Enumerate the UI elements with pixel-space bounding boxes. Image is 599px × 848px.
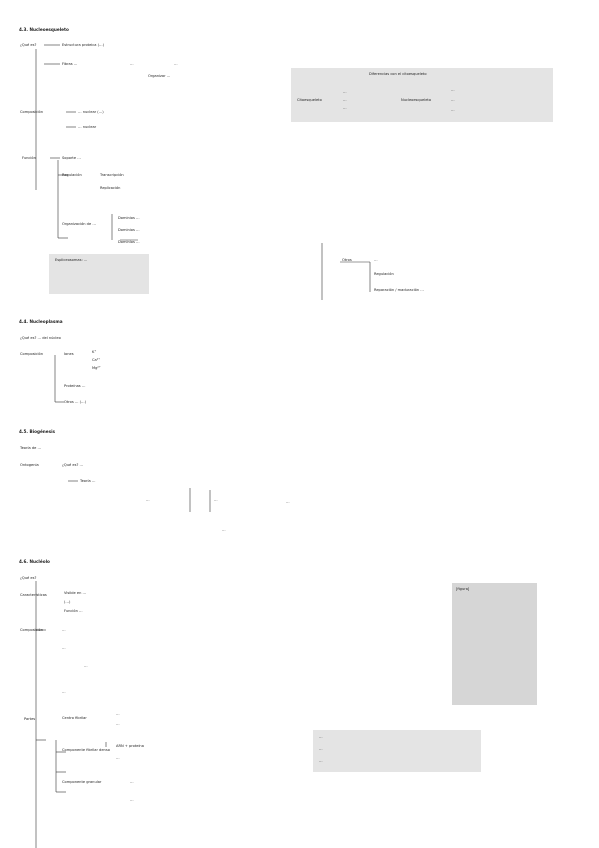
note-box: Espliceosomas: … bbox=[49, 254, 149, 294]
text: ARN + proteína bbox=[116, 744, 144, 748]
label: Ontogenia bbox=[20, 463, 39, 467]
section-title: 4.4. Nucleoplasma bbox=[19, 319, 63, 324]
label: Componente fibrilar denso bbox=[62, 748, 110, 752]
label: Componente granular bbox=[62, 780, 102, 784]
text: ¿Qué es? … bbox=[62, 463, 84, 467]
label: Centro fibrilar bbox=[62, 716, 87, 720]
comparison-box: Diferencias con el citoesqueleto Citoesq… bbox=[291, 68, 553, 122]
text: … bbox=[174, 62, 178, 66]
section-title: 4.6. Nucléolo bbox=[19, 559, 50, 564]
text: Mg²⁺ bbox=[92, 366, 101, 370]
text: … bbox=[116, 722, 120, 726]
text: Ca²⁺ bbox=[92, 358, 101, 362]
text: Teoría … bbox=[80, 479, 96, 483]
text: Organizar … bbox=[148, 74, 171, 78]
text: Dominios … bbox=[118, 216, 140, 220]
question: ¿Qué es? bbox=[20, 43, 37, 47]
text: Dominios … bbox=[118, 240, 140, 244]
text: … bbox=[130, 62, 134, 66]
label: Iones bbox=[64, 352, 74, 356]
label: Características bbox=[20, 593, 47, 597]
text: Otros … (…) bbox=[64, 400, 86, 404]
section-title: 4.5. Biogénesis bbox=[19, 429, 56, 434]
text: … bbox=[343, 106, 347, 110]
text: Estructura proteica (…) bbox=[62, 43, 105, 47]
text: … bbox=[286, 500, 290, 504]
label: Composición bbox=[20, 352, 44, 356]
label: Composición bbox=[20, 628, 44, 632]
text: … bbox=[451, 88, 455, 92]
text: Dominios … bbox=[118, 228, 140, 232]
text: Soporte … bbox=[62, 156, 81, 160]
text: Proteínas … bbox=[64, 384, 86, 388]
text: Regulación bbox=[374, 272, 394, 276]
text: … bbox=[343, 98, 347, 102]
text: … bbox=[84, 664, 88, 668]
label: Composición bbox=[20, 110, 44, 114]
text: Teoría de … bbox=[20, 446, 42, 450]
text: Función … bbox=[64, 609, 83, 613]
text: Fibras … bbox=[62, 62, 78, 66]
text: … bbox=[222, 528, 226, 532]
label: Organización de … bbox=[62, 222, 96, 226]
text: K⁺ bbox=[92, 350, 97, 354]
figure-label: [figura] bbox=[456, 587, 470, 591]
text: (…) bbox=[64, 600, 71, 604]
text: Transcripción bbox=[100, 173, 124, 177]
text: … bbox=[451, 98, 455, 102]
text: … bbox=[343, 90, 347, 94]
section-title: 4.3. Nucleoesqueleto bbox=[19, 27, 69, 32]
text: … nuclear bbox=[78, 125, 97, 129]
text: … bbox=[116, 756, 120, 760]
text: Replicación bbox=[100, 186, 121, 190]
text: … bbox=[374, 258, 378, 262]
figure-image: [figura] bbox=[452, 583, 537, 705]
box-title: Diferencias con el citoesqueleto bbox=[369, 72, 427, 76]
text: … bbox=[146, 498, 150, 502]
label: Función bbox=[22, 156, 36, 160]
label: Partes bbox=[24, 717, 36, 721]
text: Reparación / maduración … bbox=[374, 288, 424, 292]
note-box: … … … bbox=[313, 730, 481, 772]
label: Otros bbox=[342, 258, 352, 262]
text: … bbox=[130, 798, 134, 802]
text: … bbox=[214, 498, 218, 502]
note-text: … bbox=[319, 735, 323, 739]
note-text: Espliceosomas: … bbox=[55, 258, 88, 262]
text: … nuclear (…) bbox=[78, 110, 104, 114]
text: … bbox=[62, 646, 66, 650]
text: Visible en … bbox=[64, 591, 87, 595]
question: ¿Qué es? … del núcleo bbox=[20, 336, 61, 340]
label: Regulación bbox=[62, 173, 82, 177]
question: ¿Qué es? bbox=[20, 576, 37, 580]
text: … bbox=[62, 690, 66, 694]
text: … bbox=[451, 108, 455, 112]
label: Nucleoesqueleto bbox=[401, 98, 432, 102]
text: … bbox=[116, 712, 120, 716]
note-text: … bbox=[319, 747, 323, 751]
text: … bbox=[62, 628, 66, 632]
label: Citoesqueleto bbox=[297, 98, 322, 102]
text: … bbox=[130, 780, 134, 784]
note-text: … bbox=[319, 759, 323, 763]
